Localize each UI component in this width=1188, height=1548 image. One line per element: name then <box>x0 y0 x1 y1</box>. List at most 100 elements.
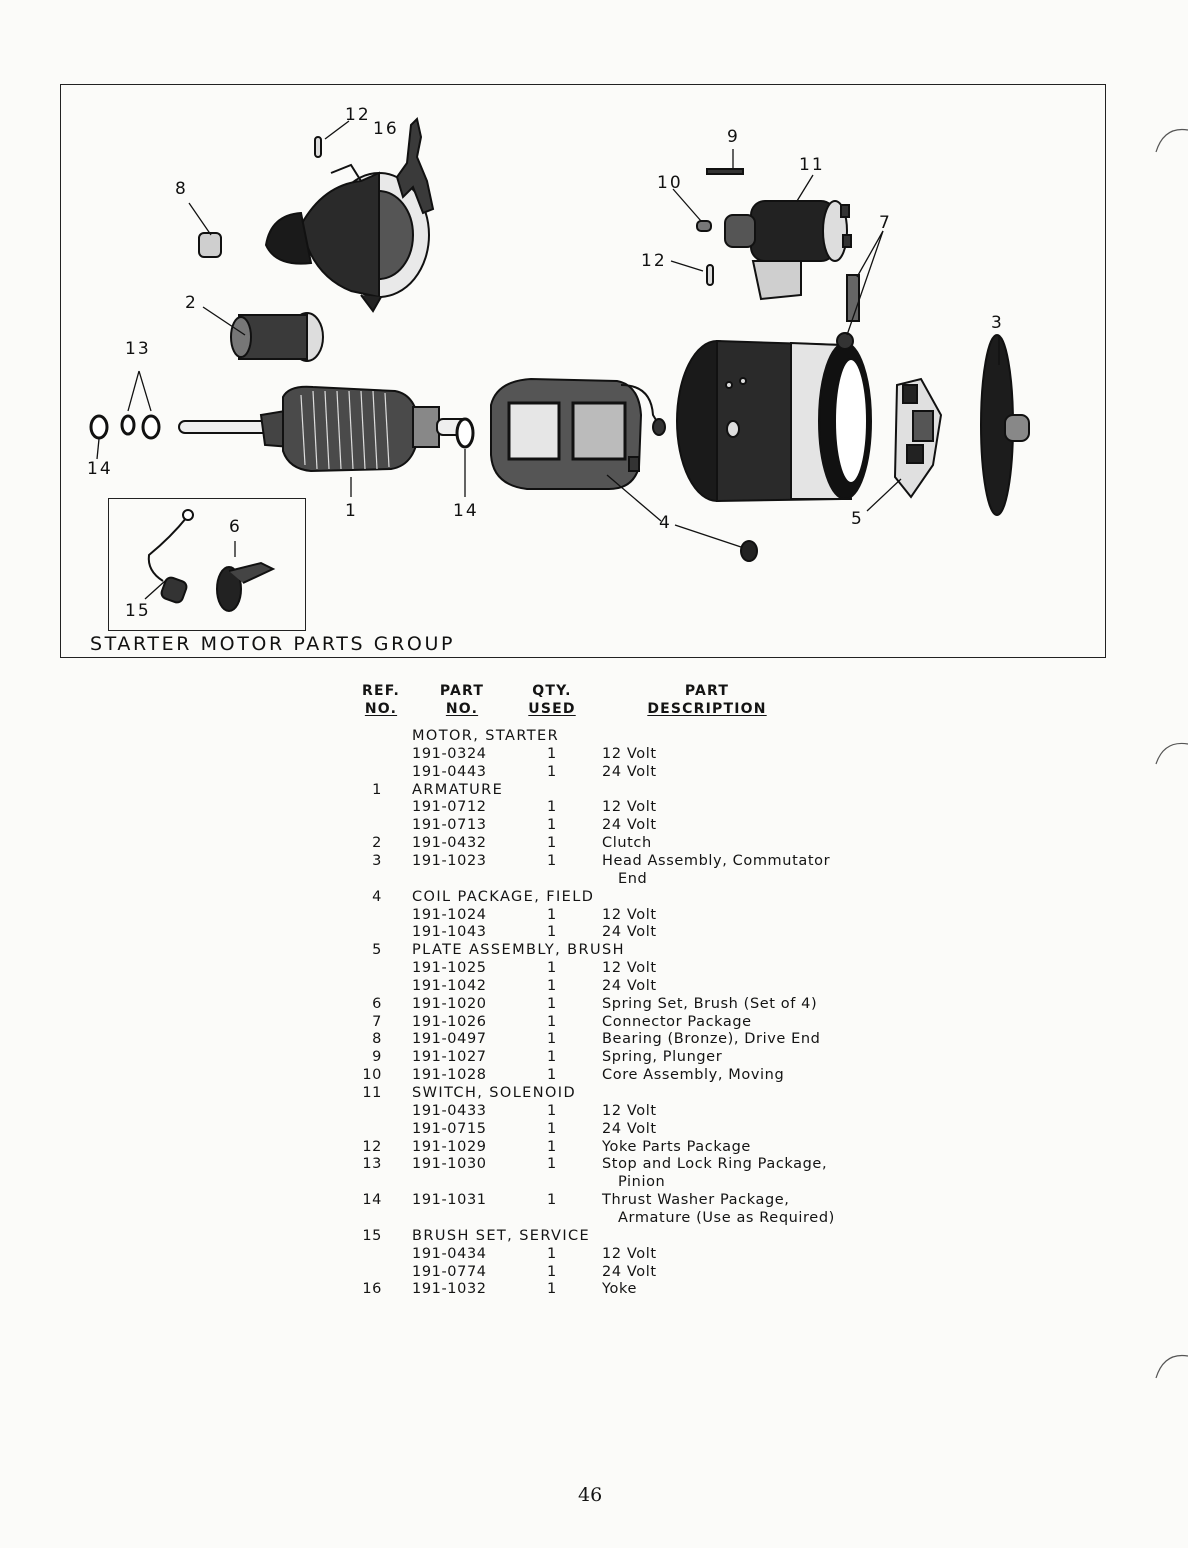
qty-cell: 1 <box>547 924 557 941</box>
inset-box <box>108 498 306 631</box>
qty-cell: 1 <box>547 1245 557 1262</box>
description-cell: 24 Volt <box>602 817 657 834</box>
ref-no-cell: 12 <box>362 1138 382 1155</box>
commutator-head-drawing <box>980 334 1030 516</box>
qty-cell: 1 <box>547 835 557 852</box>
part-no-cell: 191-0432 <box>412 835 487 852</box>
part-no-cell: 191-0713 <box>412 817 487 834</box>
qty-cell: 1 <box>547 1120 557 1137</box>
callout-13: 13 <box>125 339 151 359</box>
description-cell: 12 Volt <box>602 745 657 762</box>
description-cell: 24 Volt <box>602 763 657 780</box>
description-cell: Clutch <box>602 835 652 852</box>
description-cell: Yoke Parts Package <box>602 1138 751 1155</box>
group-label-cell: ARMATURE <box>412 781 504 798</box>
description-cell: Bearing (Bronze), Drive End <box>602 1031 821 1048</box>
qty-cell: 1 <box>547 1102 557 1119</box>
part-no-cell: 191-1024 <box>412 906 487 923</box>
callout-11: 11 <box>799 155 825 175</box>
ref-no-cell: 14 <box>362 1192 382 1209</box>
description-cell: Stop and Lock Ring Package, <box>602 1156 828 1173</box>
table-row: 5 PLATE ASSEMBLY, BRUSH <box>0 941 1188 959</box>
qty-cell: 1 <box>547 1138 557 1155</box>
description-cell: Core Assembly, Moving <box>602 1067 785 1084</box>
qty-cell: 1 <box>547 1281 557 1298</box>
solenoid-drawing <box>724 200 852 301</box>
part-no-cell: 191-0433 <box>412 1102 487 1119</box>
drive-end-housing-drawing <box>264 163 430 313</box>
ref-no-cell: 1 <box>372 781 382 798</box>
description-cell: 12 Volt <box>602 906 657 923</box>
binder-hole-arcs <box>1155 128 1188 1379</box>
header-qty-line2: USED <box>528 701 576 717</box>
group-label-cell: COIL PACKAGE, FIELD <box>412 888 595 905</box>
table-row: 4 COIL PACKAGE, FIELD <box>0 888 1188 906</box>
part-no-cell: 191-0324 <box>412 745 487 762</box>
table-row: End <box>0 870 1188 888</box>
description-cell: 12 Volt <box>602 1102 657 1119</box>
description-cell: Head Assembly, Commutator <box>602 852 831 869</box>
table-row: 1 ARMATURE <box>0 781 1188 799</box>
callout-1: 1 <box>345 501 358 521</box>
part-no-cell: 191-1042 <box>412 977 487 994</box>
description-cell: Spring, Plunger <box>602 1049 723 1066</box>
callout-5: 5 <box>851 509 864 529</box>
ref-no-cell: 3 <box>372 852 382 869</box>
callout-9: 9 <box>727 127 740 147</box>
qty-cell: 1 <box>547 1156 557 1173</box>
part-no-cell: 191-0774 <box>412 1263 487 1280</box>
qty-cell: 1 <box>547 1031 557 1048</box>
qty-cell: 1 <box>547 977 557 994</box>
ref-no-cell: 13 <box>362 1156 382 1173</box>
group-label-cell: BRUSH SET, SERVICE <box>412 1227 591 1244</box>
description-continuation-cell: End <box>618 870 648 887</box>
ref-no-cell: 4 <box>372 888 382 905</box>
part-no-cell: 191-0715 <box>412 1120 487 1137</box>
description-cell: Thrust Washer Package, <box>602 1192 790 1209</box>
qty-cell: 1 <box>547 906 557 923</box>
part-no-cell: 191-1023 <box>412 852 487 869</box>
table-row: 191-1024 1 12 Volt <box>0 906 1188 924</box>
page-number: 46 <box>578 1484 603 1506</box>
group-label-cell: PLATE ASSEMBLY, BRUSH <box>412 942 625 959</box>
description-cell: Yoke <box>602 1281 638 1298</box>
description-cell: 24 Volt <box>602 1120 657 1137</box>
field-frame-drawing <box>676 339 872 503</box>
callout-10: 10 <box>657 173 683 193</box>
armature-drawing <box>178 385 470 473</box>
ref-no-cell: 7 <box>372 1013 382 1030</box>
ref-no-cell: 15 <box>362 1227 382 1244</box>
header-ref-line1: REF. <box>362 683 400 699</box>
table-row: Pinion <box>0 1173 1188 1191</box>
callout-6: 6 <box>229 517 242 537</box>
callout-14-left: 14 <box>87 459 113 479</box>
ref-no-cell: 5 <box>372 942 382 959</box>
qty-cell: 1 <box>547 1013 557 1030</box>
header-ref-line2: NO. <box>364 701 398 717</box>
qty-cell: 1 <box>547 799 557 816</box>
table-row: Armature (Use as Required) <box>0 1209 1188 1227</box>
description-cell: 24 Volt <box>602 1263 657 1280</box>
callout-2: 2 <box>185 293 198 313</box>
ref-no-cell: 16 <box>362 1281 382 1298</box>
description-continuation-cell: Pinion <box>618 1174 666 1191</box>
part-no-cell: 191-1027 <box>412 1049 487 1066</box>
qty-cell: 1 <box>547 763 557 780</box>
part-no-cell: 191-1020 <box>412 995 487 1012</box>
callout-12-top: 12 <box>345 105 371 125</box>
qty-cell: 1 <box>547 960 557 977</box>
part-no-cell: 191-1031 <box>412 1192 487 1209</box>
